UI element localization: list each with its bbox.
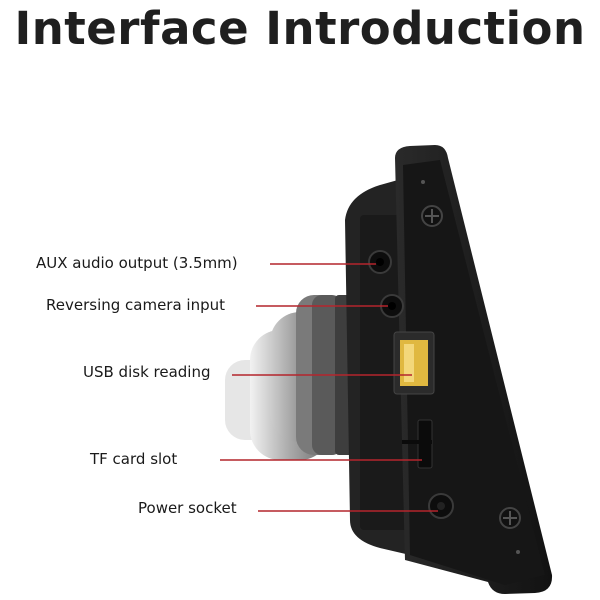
mic-hole-top (421, 180, 425, 184)
camera-input-label: Reversing camera input (46, 296, 226, 314)
screen-front-bezel (395, 145, 553, 594)
aux-port (368, 250, 392, 274)
page-title: Interface Introduction (14, 2, 586, 55)
tf-card-slot (402, 419, 433, 469)
aux-output-label: AUX audio output (3.5mm) (36, 254, 238, 272)
usb-reading-label: USB disk reading (83, 363, 211, 381)
leader-lines (220, 263, 438, 512)
power-socket (428, 493, 454, 519)
power-socket-label: Power socket (138, 499, 237, 517)
usb-port (393, 331, 435, 395)
mic-hole-bottom (516, 550, 520, 554)
tf-card-label: TF card slot (90, 450, 178, 468)
